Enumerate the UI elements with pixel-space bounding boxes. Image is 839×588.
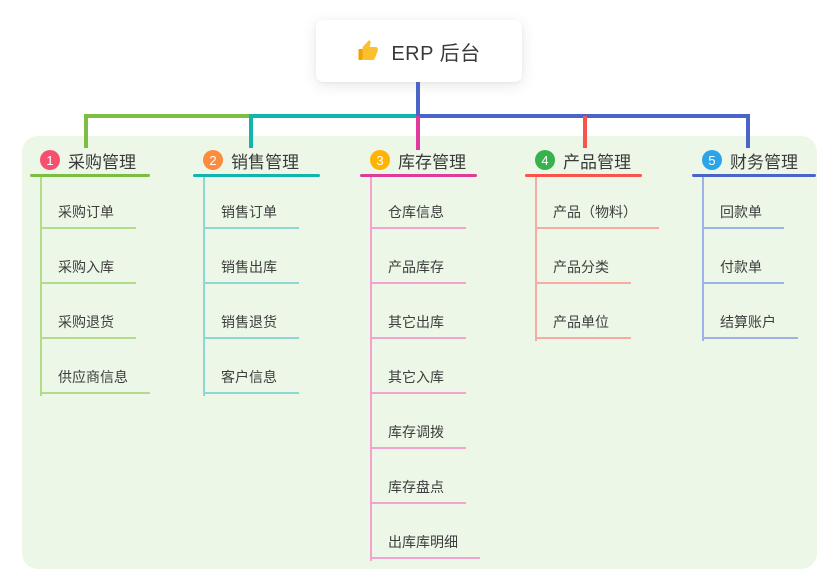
child-node[interactable]: 销售退货: [203, 309, 299, 339]
branch-connector-drop-4: [583, 116, 587, 148]
branch-connector-drop-2: [249, 116, 253, 148]
child-node[interactable]: 采购入库: [40, 254, 136, 284]
branch-header-4[interactable]: 4 产品管理: [535, 148, 631, 172]
child-node[interactable]: 回款单: [702, 199, 784, 229]
child-node[interactable]: 仓库信息: [370, 199, 466, 229]
branch-number-badge: 5: [702, 150, 722, 170]
root-node[interactable]: ERP 后台: [316, 20, 522, 82]
branch-connector-horizontal-1: [84, 114, 252, 118]
child-node[interactable]: 采购订单: [40, 199, 136, 229]
child-node[interactable]: 库存调拨: [370, 419, 466, 449]
branch-number-badge: 4: [535, 150, 555, 170]
child-node[interactable]: 客户信息: [203, 364, 299, 394]
child-node[interactable]: 付款单: [702, 254, 784, 284]
branch-header-2[interactable]: 2 销售管理: [203, 148, 299, 172]
child-node[interactable]: 销售出库: [203, 254, 299, 284]
branch-header-5[interactable]: 5 财务管理: [702, 148, 798, 172]
branch-label: 采购管理: [68, 152, 136, 172]
branch-header-3[interactable]: 3 库存管理: [370, 148, 466, 172]
branch-child-connector-4: [535, 177, 537, 341]
branch-underline-5: [692, 174, 816, 177]
branch-label: 销售管理: [231, 152, 299, 172]
branch-connector-drop-1: [84, 116, 88, 148]
child-node[interactable]: 其它出库: [370, 309, 466, 339]
child-node[interactable]: 产品分类: [535, 254, 631, 284]
child-node[interactable]: 产品库存: [370, 254, 466, 284]
child-node[interactable]: 出库库明细: [370, 529, 480, 559]
root-stem-connector: [416, 82, 420, 116]
branch-number-badge: 2: [203, 150, 223, 170]
branch-child-connector-1: [40, 177, 42, 396]
branch-connector-drop-3: [416, 116, 420, 150]
branch-label: 产品管理: [563, 152, 631, 172]
branch-underline-1: [30, 174, 150, 177]
branch-label: 库存管理: [398, 152, 466, 172]
child-node[interactable]: 产品单位: [535, 309, 631, 339]
branch-connector-drop-5: [746, 116, 750, 148]
branch-number-badge: 3: [370, 150, 390, 170]
branch-underline-2: [193, 174, 320, 177]
child-node[interactable]: 结算账户: [702, 309, 798, 339]
root-node-label: ERP 后台: [391, 42, 481, 65]
branch-header-1[interactable]: 1 采购管理: [40, 148, 136, 172]
branch-underline-4: [525, 174, 642, 177]
child-node[interactable]: 采购退货: [40, 309, 136, 339]
branches-panel: [22, 136, 817, 569]
child-node[interactable]: 销售订单: [203, 199, 299, 229]
branch-connector-horizontal-2: [249, 114, 418, 118]
branch-child-connector-2: [203, 177, 205, 396]
child-node[interactable]: 库存盘点: [370, 474, 466, 504]
branch-child-connector-5: [702, 177, 704, 341]
branch-label: 财务管理: [730, 152, 798, 172]
child-node[interactable]: 供应商信息: [40, 364, 150, 394]
child-node[interactable]: 其它入库: [370, 364, 466, 394]
branch-underline-3: [360, 174, 477, 177]
thumbs-up-icon: [357, 39, 381, 63]
child-node[interactable]: 产品（物料）: [535, 199, 659, 229]
branch-number-badge: 1: [40, 150, 60, 170]
branch-child-connector-3: [370, 177, 372, 561]
